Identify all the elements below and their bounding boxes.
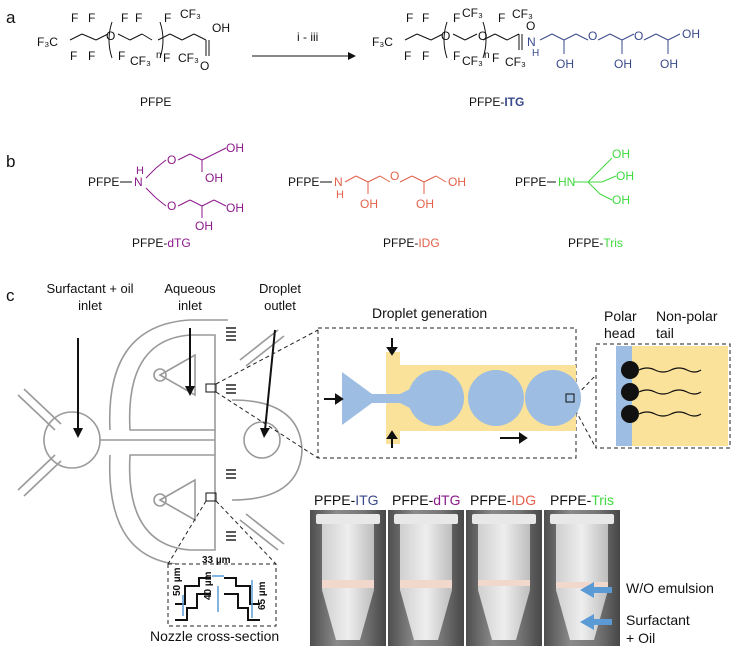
svg-text:O: O (167, 199, 176, 213)
svg-text:CF₃: CF₃ (512, 7, 533, 21)
dim-50: 50 µm (172, 567, 183, 596)
svg-text:O: O (200, 59, 209, 73)
svg-text:CF₃: CF₃ (462, 54, 483, 68)
svg-text:O: O (588, 29, 597, 43)
dtg-label: PFPE-dTG (132, 236, 191, 250)
svg-text:F: F (453, 49, 460, 63)
svg-text:O: O (526, 19, 535, 33)
svg-text:H: H (336, 189, 344, 201)
svg-text:n: n (484, 50, 490, 61)
svg-text:PFPE: PFPE (88, 175, 119, 189)
tube-label-itg: PFPE-ITG (314, 492, 379, 508)
tube-label-idg: PFPE-IDG (470, 492, 537, 508)
svg-text:CF₃: CF₃ (462, 6, 483, 20)
svg-text:O: O (106, 29, 115, 43)
svg-text:OH: OH (660, 57, 678, 71)
surfactant-oil-label: Surfactant + Oil (626, 612, 690, 646)
dim-33: 33 µm (202, 555, 231, 566)
svg-text:OH: OH (616, 169, 634, 183)
svg-text:F₃C: F₃C (372, 35, 393, 49)
svg-text:OH: OH (612, 147, 630, 161)
svg-text:F: F (406, 11, 413, 25)
svg-text:CF₃: CF₃ (130, 54, 151, 68)
dim-65: 65 µm (257, 581, 268, 610)
svg-text:CF₃: CF₃ (180, 7, 201, 21)
svg-text:N: N (334, 175, 343, 189)
svg-text:OH: OH (195, 219, 213, 233)
droplet-generation-label: Droplet generation (372, 305, 488, 321)
svg-text:H: H (136, 165, 144, 177)
svg-text:F: F (453, 11, 460, 25)
idg-label: PFPE-IDG (383, 236, 440, 250)
svg-text:PFPE: PFPE (288, 175, 319, 189)
svg-text:OH: OH (205, 171, 223, 185)
svg-text:OH: OH (212, 21, 230, 35)
svg-text:O: O (390, 169, 399, 183)
svg-text:N: N (134, 175, 143, 189)
nozzle-cross-section-label: Nozzle cross-section (150, 628, 280, 644)
polar-head-label: Polar head (604, 308, 637, 341)
svg-text:F: F (164, 11, 171, 25)
reactant-label: PFPE (140, 95, 172, 109)
svg-text:F: F (88, 11, 95, 25)
svg-text:OH: OH (682, 27, 700, 41)
svg-text:n: n (156, 50, 162, 61)
svg-text:O: O (167, 153, 176, 167)
svg-text:F: F (71, 11, 78, 25)
svg-text:O: O (441, 29, 450, 43)
tube-label-tris: PFPE-Tris (550, 492, 615, 508)
droplet-outlet-label: Droplet outlet (259, 281, 301, 313)
svg-text:F: F (135, 11, 142, 25)
svg-text:F: F (492, 51, 499, 65)
aqueous-inlet-label: Aqueous inlet (164, 281, 216, 313)
panel-letter-b: b (6, 152, 16, 171)
svg-text:N: N (527, 35, 536, 49)
svg-text:H: H (532, 48, 539, 59)
svg-text:OH: OH (556, 57, 574, 71)
svg-text:F: F (118, 49, 125, 63)
svg-text:OH: OH (360, 197, 378, 211)
tube-photos (310, 510, 620, 646)
svg-text:F: F (404, 49, 411, 63)
tube-photo-2 (388, 510, 464, 646)
svg-text:HN: HN (558, 175, 575, 189)
svg-text:OH: OH (226, 141, 244, 155)
tube-photo-3 (466, 510, 542, 646)
svg-text:CF₃: CF₃ (178, 51, 199, 65)
tube-label-dtg: PFPE-dTG (392, 492, 461, 508)
panel-b-structures: PFPE H N O OH OH O OH OH (88, 141, 634, 233)
svg-text:F: F (121, 11, 128, 25)
surfactant-oil-inlet-label: Surfactant + oil inlet (46, 281, 134, 313)
photo-arrows (580, 582, 612, 630)
svg-text:F₃C: F₃C (37, 35, 58, 49)
svg-text:F: F (163, 51, 170, 65)
svg-text:O: O (478, 29, 487, 43)
panel-letter-a: a (6, 8, 16, 27)
product-label: PFPE-ITG (469, 95, 525, 109)
nonpolar-tail-label: Non-polar tail (656, 308, 718, 341)
svg-text:PFPE: PFPE (515, 175, 546, 189)
svg-text:F: F (88, 49, 95, 63)
svg-text:OH: OH (448, 175, 466, 189)
svg-text:OH: OH (612, 193, 630, 207)
microfluidic-chip-diagram (17, 319, 731, 627)
svg-text:F: F (498, 11, 505, 25)
reaction-conditions: i - iii (297, 30, 319, 44)
tube-photo-4 (544, 510, 620, 646)
svg-text:OH: OH (226, 201, 244, 215)
dim-40: 40 µm (203, 571, 214, 600)
tris-label: PFPE-Tris (568, 236, 623, 250)
svg-text:F: F (70, 49, 77, 63)
svg-text:OH: OH (416, 197, 434, 211)
panel-letter-c: c (6, 286, 15, 305)
tube-photo-1 (310, 510, 386, 646)
chip-outline (17, 319, 303, 566)
svg-text:CF₃: CF₃ (505, 55, 526, 69)
wo-emulsion-label: W/O emulsion (626, 580, 714, 596)
svg-text:OH: OH (614, 57, 632, 71)
svg-text:F: F (422, 49, 429, 63)
svg-text:F: F (422, 11, 429, 25)
svg-text:O: O (634, 29, 643, 43)
